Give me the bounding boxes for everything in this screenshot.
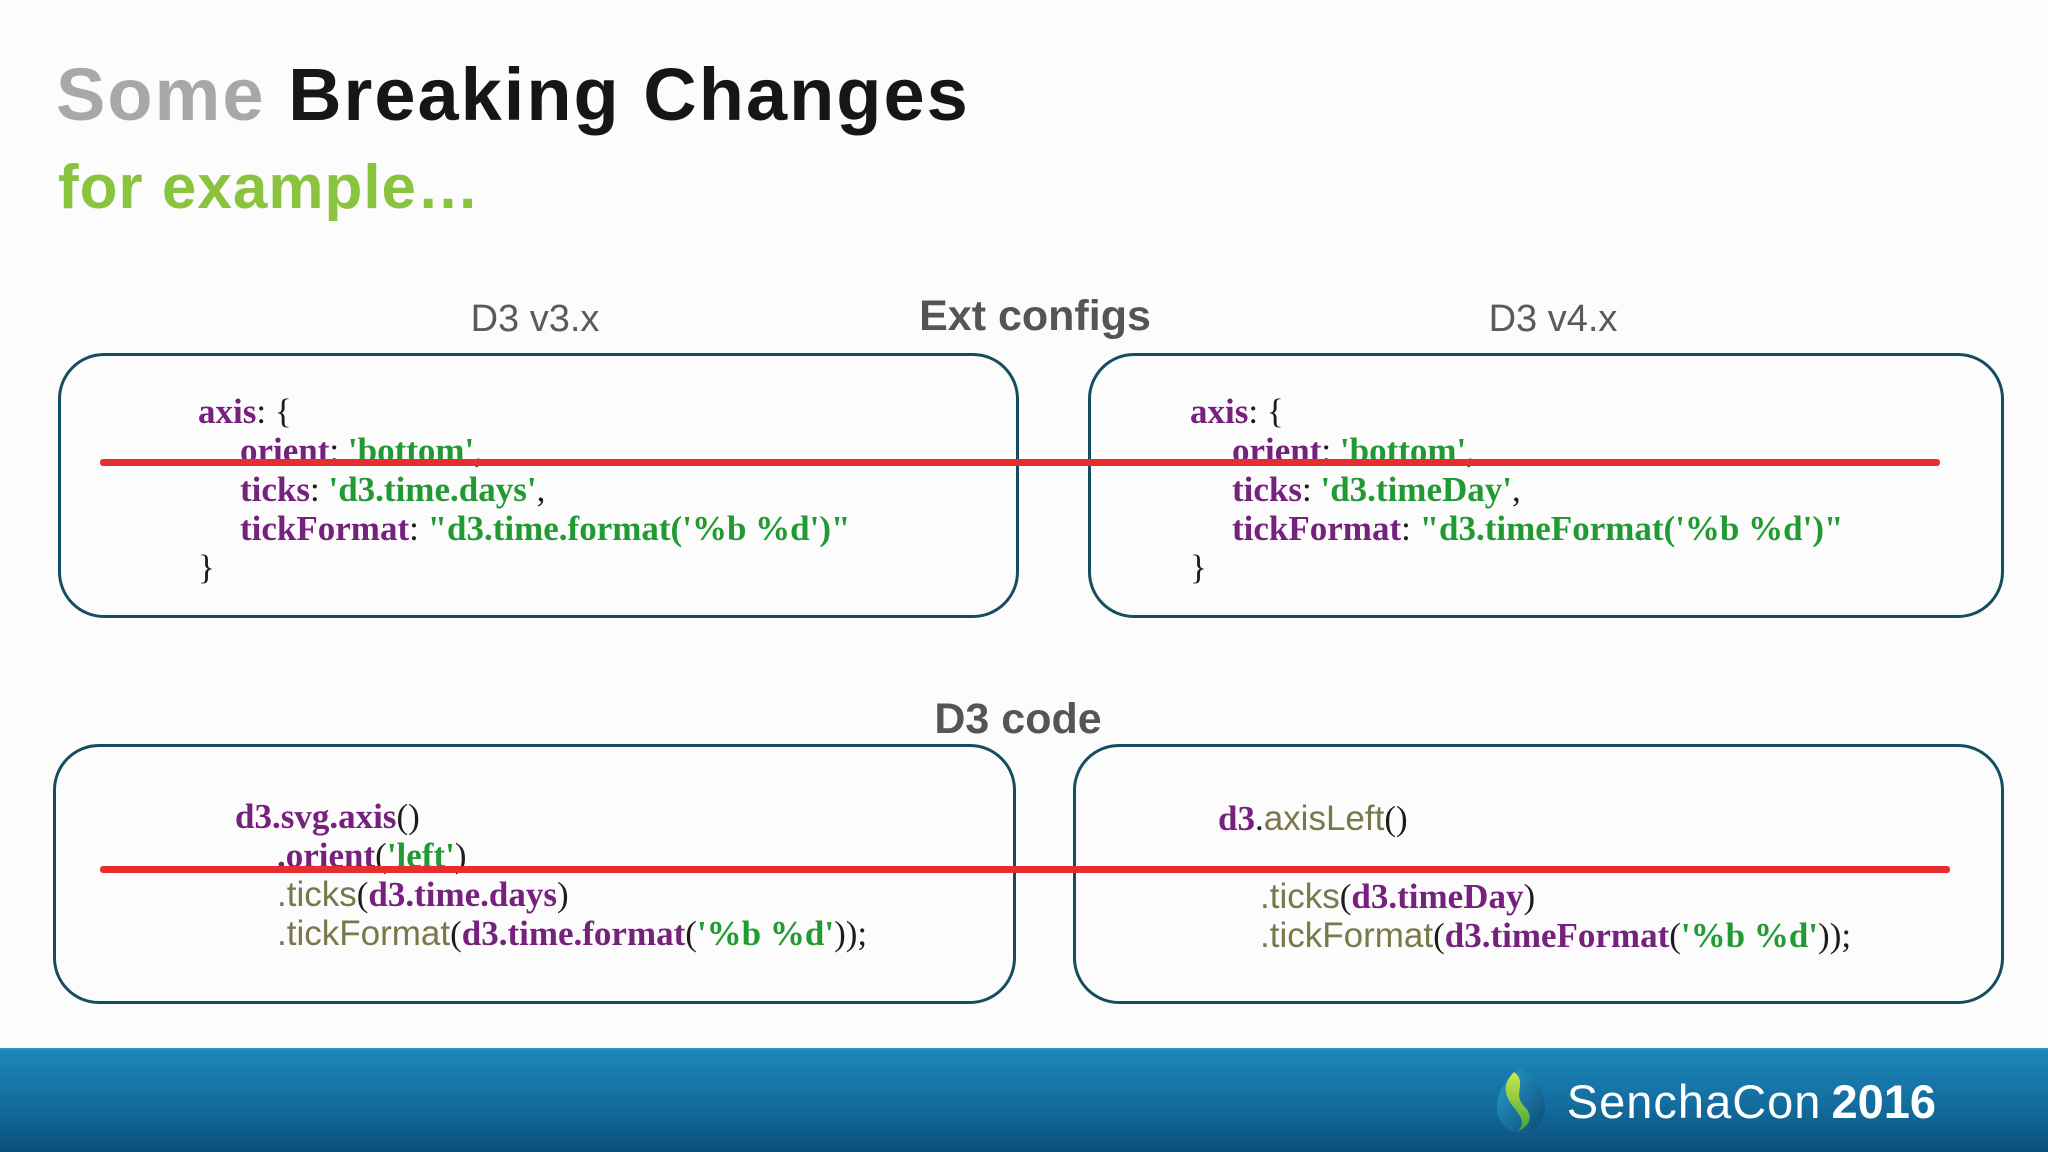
code-d3-v4: d3.axisLeft() .ticks(d3.timeDay).tickFor… <box>1218 799 1851 955</box>
code-token: ( <box>375 836 387 875</box>
code-token: .tickFormat <box>1260 916 1434 955</box>
code-token: d3.time.days <box>368 875 558 914</box>
code-token: tickFormat <box>240 509 410 548</box>
code-token: d3 <box>1218 799 1255 838</box>
code-token: , <box>1512 470 1521 509</box>
code-token: : <box>1321 431 1340 470</box>
codebox-d3-v4 <box>1073 744 2004 1004</box>
code-token: : <box>310 470 329 509</box>
code-line: .ticks(d3.timeDay) <box>1218 877 1851 916</box>
code-token: : { <box>256 392 292 431</box>
heading-ext-configs: Ext configs <box>919 292 1151 340</box>
code-token: () <box>396 797 420 836</box>
code-token: ( <box>450 914 462 953</box>
code-token: axis <box>1190 392 1249 431</box>
code-token: , <box>474 431 484 470</box>
code-token: d3.timeFormat <box>1444 916 1670 955</box>
code-token: , <box>536 470 546 509</box>
code-token: () <box>1384 799 1408 838</box>
code-token: , <box>1466 431 1476 470</box>
code-line: tickFormat: "d3.time.format('%b %d')" <box>198 509 850 548</box>
code-token: d3.svg.axis <box>235 797 397 836</box>
code-token: ticks <box>1232 470 1302 509</box>
code-line: } <box>1190 548 1843 587</box>
code-ext-v4: axis: {orient: 'bottom',ticks: 'd3.timeD… <box>1190 392 1843 587</box>
code-token: ( <box>685 914 697 953</box>
code-line: tickFormat: "d3.timeFormat('%b %d')" <box>1190 509 1843 548</box>
code-token: ( <box>1433 916 1445 955</box>
code-token: '%b %d' <box>1680 916 1819 955</box>
footer-year: 2016 <box>1831 1074 1936 1128</box>
code-token: ( <box>1669 916 1681 955</box>
codebox-ext-v3 <box>58 353 1019 618</box>
code-line: .tickFormat(d3.time.format('%b %d')); <box>235 914 867 953</box>
code-token: ) <box>1523 877 1536 916</box>
code-token: d3.timeDay <box>1351 877 1524 916</box>
code-line: d3.axisLeft() <box>1218 799 1851 838</box>
slide-title-muted: Some <box>56 53 266 136</box>
code-token: tickFormat <box>1232 509 1402 548</box>
slide-title: Some Breaking Changes <box>56 52 970 137</box>
code-token: axisLeft <box>1263 799 1385 838</box>
code-token: : { <box>1248 392 1284 431</box>
slide-title-strong: Breaking Changes <box>288 53 970 136</box>
code-token: 'd3.timeDay' <box>1320 470 1512 509</box>
code-token: ( <box>356 875 369 914</box>
code-token: : <box>1401 509 1420 548</box>
code-token: .ticks <box>1260 877 1340 916</box>
code-token: ) <box>557 875 569 914</box>
code-token: : <box>409 509 428 548</box>
code-line: } <box>198 548 850 587</box>
code-line: axis: { <box>1190 392 1843 431</box>
code-token: : <box>329 431 348 470</box>
code-token: )); <box>834 914 868 953</box>
code-token: d3.time.format <box>461 914 686 953</box>
code-token: ) <box>454 836 467 875</box>
slide-subtitle: for example… <box>58 153 481 222</box>
code-token: : <box>1302 470 1321 509</box>
code-token: 'd3.time.days' <box>328 470 537 509</box>
strike-line-orient-config <box>100 459 1940 466</box>
label-d3-v4: D3 v4.x <box>1488 298 1618 340</box>
code-token: .tickFormat <box>277 914 451 953</box>
codebox-ext-v4 <box>1088 353 2004 618</box>
code-token: '%b %d' <box>696 914 835 953</box>
code-token: )); <box>1818 916 1852 955</box>
code-token: } <box>1190 548 1207 587</box>
code-token: . <box>1254 799 1264 838</box>
heading-d3-code: D3 code <box>934 695 1102 743</box>
code-line: axis: { <box>198 392 850 431</box>
label-d3-v3: D3 v3.x <box>470 298 600 340</box>
code-token: "d3.time.format('%b %d')" <box>427 509 851 548</box>
code-ext-v3: axis: {orient: 'bottom',ticks: 'd3.time.… <box>198 392 850 587</box>
code-line: ticks: 'd3.timeDay', <box>1190 470 1843 509</box>
code-token: .ticks <box>277 875 357 914</box>
strike-line-orient-call <box>100 866 1950 873</box>
codebox-d3-v3 <box>53 744 1016 1004</box>
footer-brand-name: SenchaCon <box>1566 1074 1822 1128</box>
code-line: d3.svg.axis() <box>235 797 867 836</box>
code-token: ticks <box>240 470 310 509</box>
code-token: axis <box>198 392 257 431</box>
code-line: ticks: 'd3.time.days', <box>198 470 850 509</box>
sencha-leaf-logo <box>1496 1069 1545 1133</box>
code-token: ( <box>1339 877 1352 916</box>
code-token: } <box>198 548 215 587</box>
code-token: "d3.timeFormat('%b %d')" <box>1419 509 1844 548</box>
code-d3-v3: d3.svg.axis().orient('left').ticks(d3.ti… <box>235 797 867 953</box>
code-line: .tickFormat(d3.timeFormat('%b %d')); <box>1218 916 1851 955</box>
code-line: .ticks(d3.time.days) <box>235 875 867 914</box>
